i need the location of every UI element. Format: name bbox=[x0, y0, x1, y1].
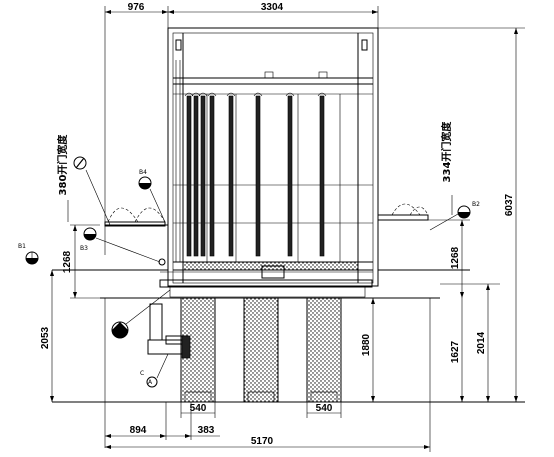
dim-right-1268: 1268 bbox=[450, 246, 461, 269]
marker-b2: B2 bbox=[457, 201, 480, 219]
base-machinery bbox=[100, 261, 440, 299]
marker-b4-label: B4 bbox=[139, 169, 147, 176]
lamp-icon bbox=[73, 156, 87, 170]
overall-height-dimension: 6037 bbox=[378, 27, 525, 402]
marker-b3: B3 bbox=[80, 227, 97, 252]
pit-marker-icon bbox=[111, 321, 129, 339]
marker-b2-label: B2 bbox=[472, 201, 480, 208]
dim-left-2053: 2053 bbox=[40, 326, 51, 349]
svg-text:A: A bbox=[148, 379, 153, 386]
dim-center-1880: 1880 bbox=[361, 333, 372, 356]
dim-top-left: 976 bbox=[128, 2, 145, 13]
bottom-dimensions: 540 540 894 383 5170 bbox=[104, 298, 431, 452]
marker-b4: B4 bbox=[138, 169, 152, 190]
markers: B1 B3 B4 B2 bbox=[18, 156, 480, 388]
dim-left-1268: 1268 bbox=[62, 250, 73, 273]
top-dimension-group: 976 3304 bbox=[104, 2, 379, 255]
marker-c-label: C bbox=[140, 370, 144, 377]
marker-b1-label: B1 bbox=[18, 243, 26, 250]
right-dimensions: 1268 1627 2014 1880 334开门宽度 bbox=[361, 121, 500, 402]
dim-bottom-5170: 5170 bbox=[251, 436, 274, 447]
dim-pit-left-540: 540 bbox=[190, 403, 207, 414]
marker-c: A C bbox=[140, 370, 158, 388]
door-width-left: 380开门宽度 bbox=[56, 134, 69, 196]
door-width-right: 334开门宽度 bbox=[440, 121, 453, 183]
ground bbox=[52, 269, 525, 403]
side-platforms bbox=[104, 203, 429, 227]
dim-bottom-383: 383 bbox=[198, 425, 215, 436]
left-dimensions: 1268 2053 380开门宽度 bbox=[40, 134, 100, 402]
dim-height-total: 6037 bbox=[504, 193, 515, 216]
dim-pit-right-540: 540 bbox=[316, 403, 333, 414]
dim-bottom-894: 894 bbox=[130, 425, 147, 436]
dim-top-right: 3304 bbox=[261, 2, 284, 13]
marker-b1: B1 bbox=[18, 243, 39, 265]
dim-right-1627: 1627 bbox=[450, 340, 461, 363]
pit-equipment bbox=[147, 303, 191, 359]
marker-b3-label: B3 bbox=[80, 245, 88, 252]
junction-node bbox=[158, 258, 166, 266]
pits bbox=[180, 297, 342, 403]
dim-right-2014: 2014 bbox=[476, 331, 487, 354]
rack-structure bbox=[167, 27, 379, 287]
hanging-columns bbox=[184, 92, 327, 257]
